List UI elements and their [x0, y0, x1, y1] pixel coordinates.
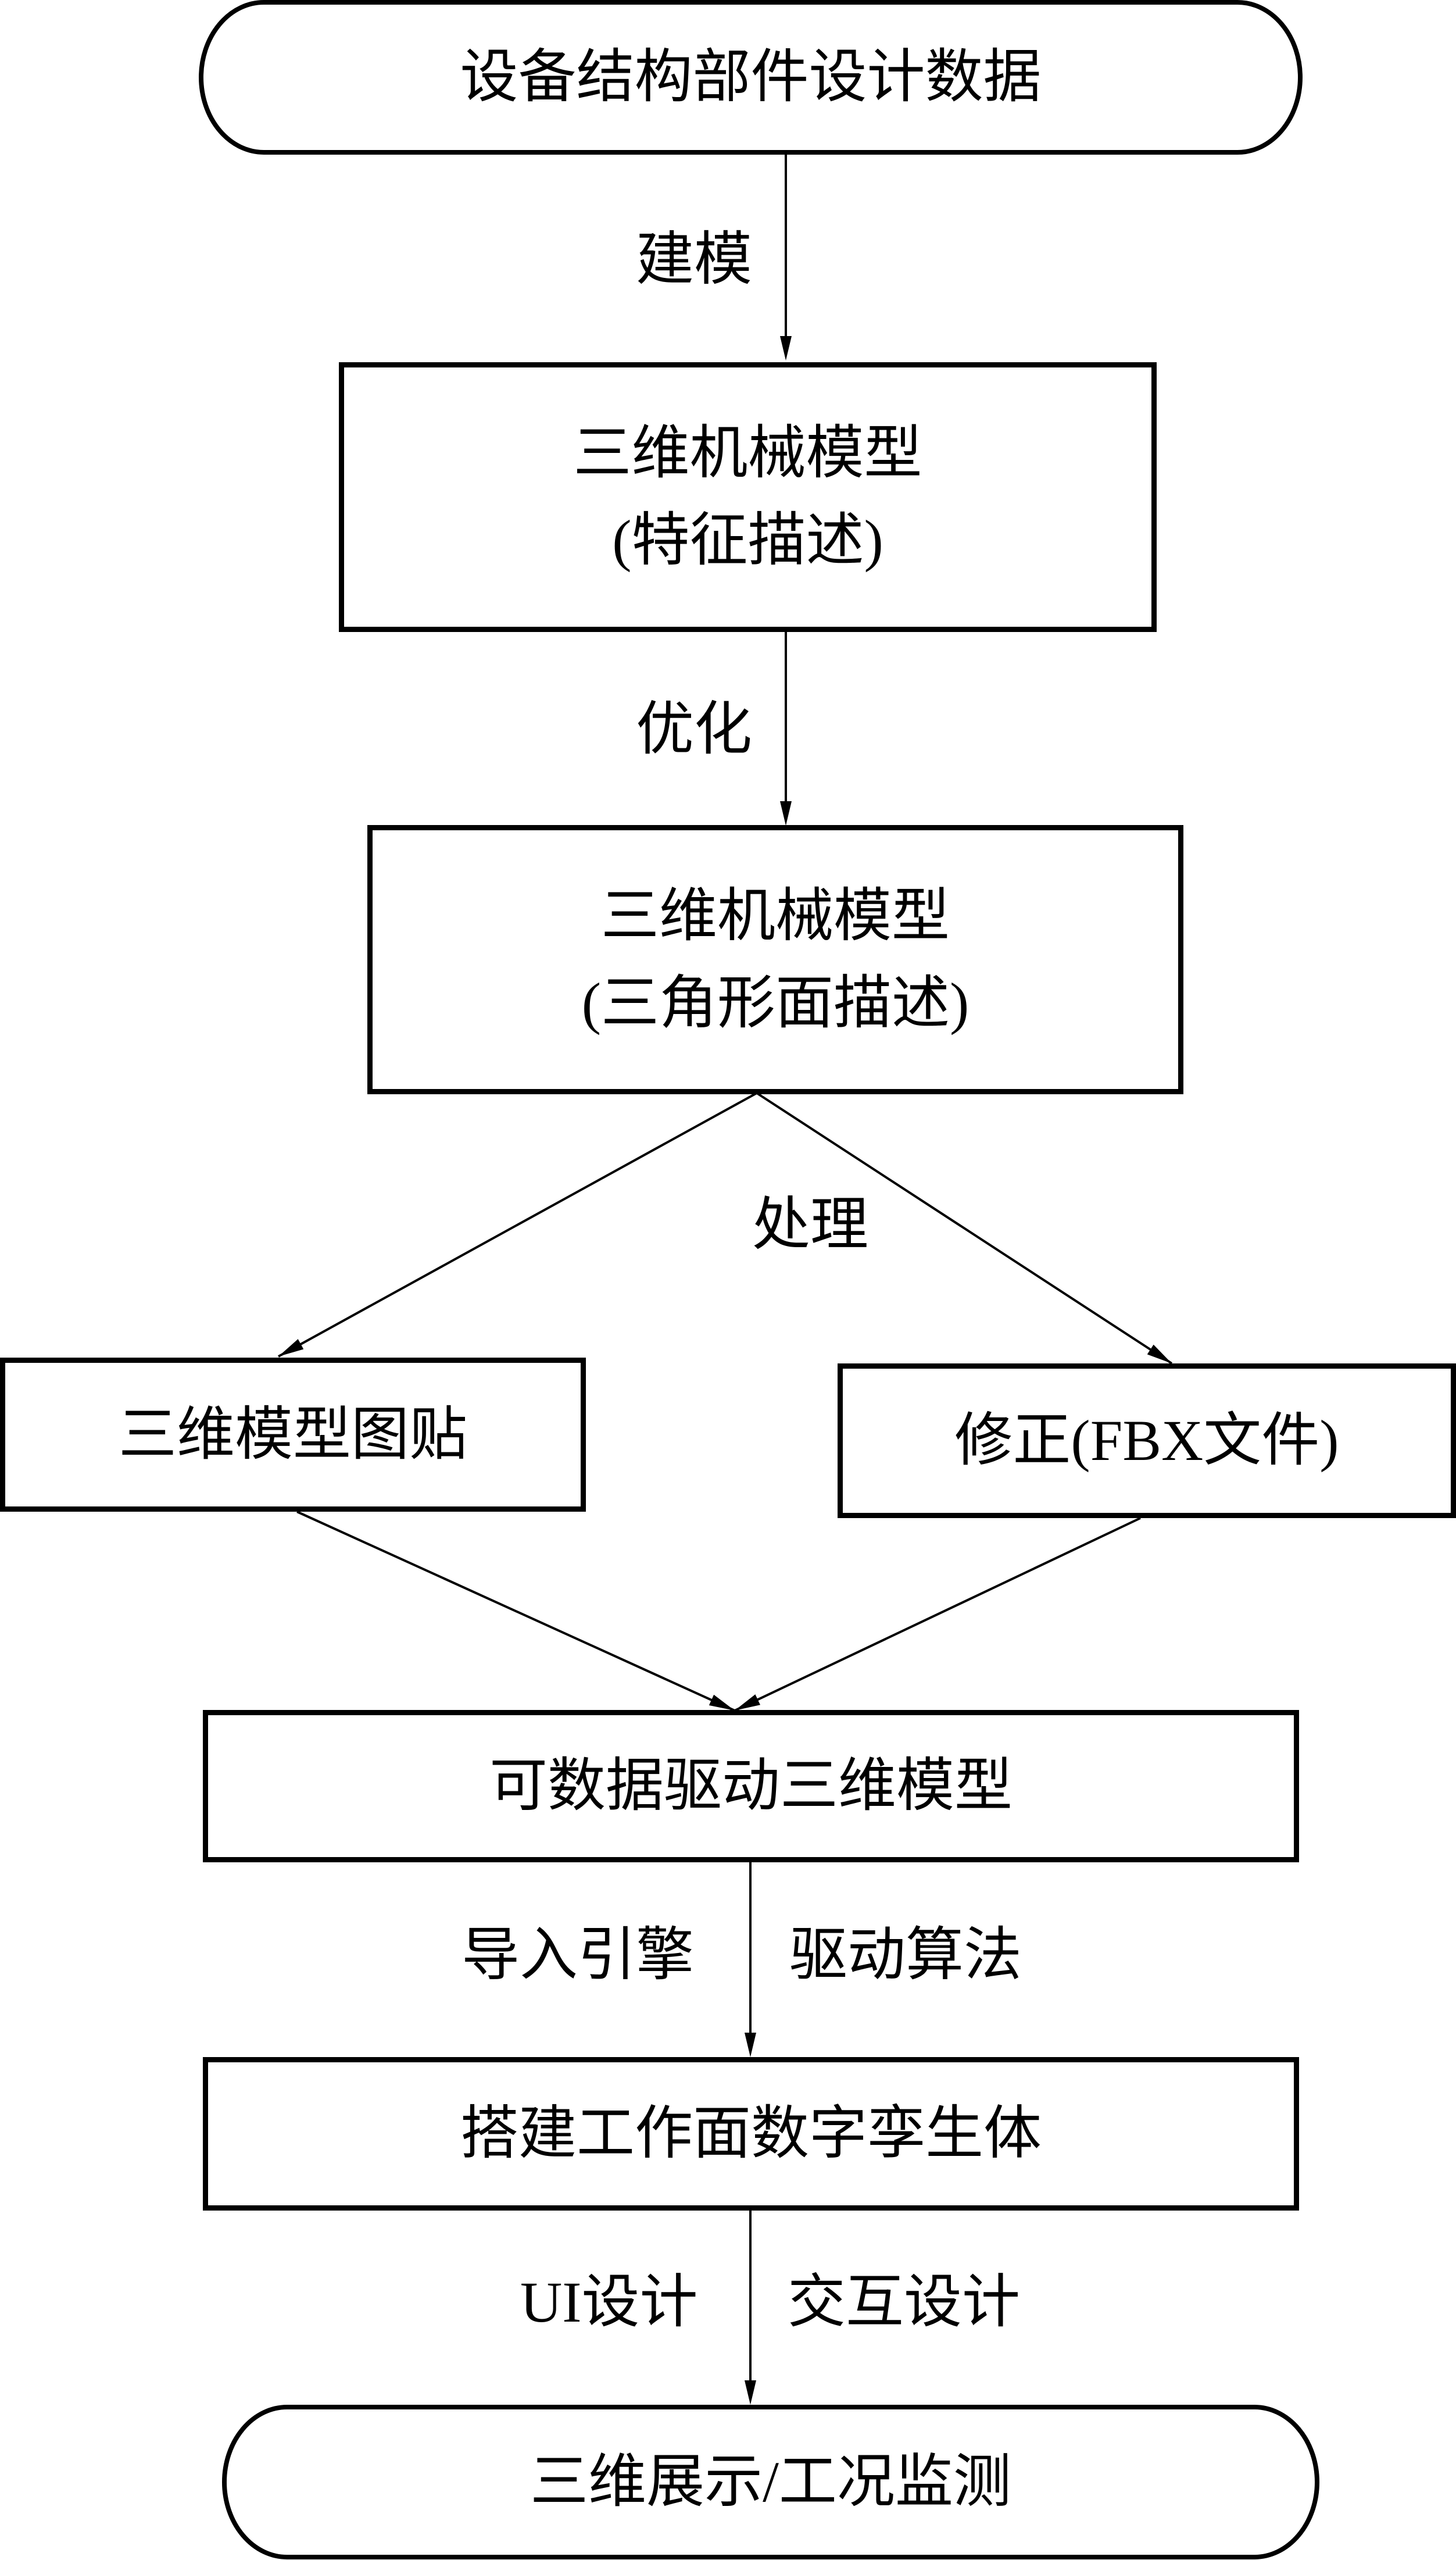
edge-label-interaction-design: 交互设计: [788, 2270, 1020, 2334]
node-display: 三维展示/工况监测: [224, 2407, 1317, 2557]
node-driven-model: 可数据驱动三维模型: [203, 1710, 1299, 1862]
edge-label-modeling: 建模: [636, 227, 752, 292]
node-digital-twin: 搭建工作面数字孪生体: [203, 2057, 1299, 2211]
node-feature-model-line2: (特征描述): [612, 508, 883, 573]
arrowhead-icon: [745, 2380, 756, 2405]
edge-label-optimize: 优化: [636, 697, 752, 762]
terminal-shape-display: [222, 2405, 1319, 2559]
node-driven-model-text: 可数据驱动三维模型: [489, 1754, 1013, 1818]
arrowhead-icon: [780, 336, 792, 360]
terminal-shape-source: [199, 0, 1303, 155]
arrowhead-icon: [745, 2033, 756, 2057]
edge-label-drive-algorithm: 驱动算法: [789, 1923, 1022, 1987]
edge-process-left: [278, 1092, 757, 1358]
node-triangle-model: 三维机械模型 (三角形面描述): [367, 825, 1183, 1094]
arrowhead-icon: [780, 801, 792, 826]
edge-process-right: [756, 1092, 1173, 1365]
edge-label-ui-design: UI设计: [520, 2270, 698, 2334]
edge-texture-to-driven: [296, 1511, 735, 1712]
node-feature-model-line1: 三维机械模型: [573, 421, 922, 485]
node-texture-text: 三维模型图贴: [119, 1402, 467, 1467]
edge-label-import-engine: 导入引擎: [462, 1923, 694, 1987]
node-triangle-model-line2: (三角形面描述): [581, 970, 970, 1036]
node-triangle-model-line1: 三维机械模型: [601, 883, 950, 948]
node-display-text: 三维展示/工况监测: [530, 2450, 1011, 2514]
edge-fbx-to-driven: [734, 1517, 1141, 1712]
node-digital-twin-text: 搭建工作面数字孪生体: [460, 2101, 1042, 2166]
node-fbx-fix: 修正(FBX文件): [838, 1363, 1456, 1518]
node-fbx-fix-text: 修正(FBX文件): [954, 1408, 1339, 1473]
node-texture: 三维模型图贴: [0, 1358, 586, 1512]
node-source: 设备结构部件设计数据: [201, 2, 1300, 152]
node-feature-model: 三维机械模型 (特征描述): [339, 362, 1157, 632]
edge-label-process: 处理: [752, 1192, 868, 1257]
node-source-text: 设备结构部件设计数据: [460, 45, 1042, 109]
